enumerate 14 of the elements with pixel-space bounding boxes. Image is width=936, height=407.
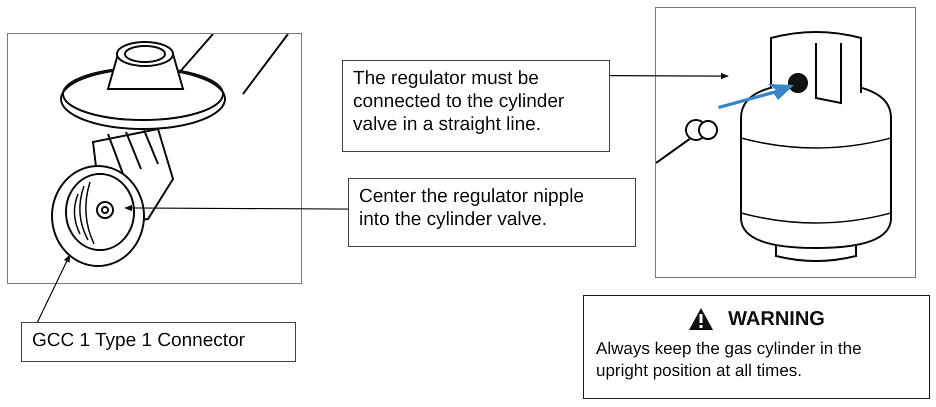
warning-heading: WARNING <box>728 307 825 332</box>
callout-text: The regulator must be connected to the cylinder valve in a straight line. <box>353 67 566 137</box>
leader-line <box>36 254 70 322</box>
callout-box <box>342 60 610 152</box>
picture-panel <box>7 33 302 284</box>
callout-text: Center the regulator nipple into the cylinder valve. <box>359 185 585 232</box>
callout-box <box>21 322 296 362</box>
warning-box <box>583 295 930 399</box>
callout-text: GCC 1 Type 1 Connector <box>32 329 246 352</box>
callout-box <box>348 178 636 247</box>
picture-panel <box>655 7 916 278</box>
warning-text: Always keep the gas cylinder in the upright position at all times. <box>596 338 863 382</box>
leader-line <box>610 72 729 80</box>
leader-line <box>124 204 348 212</box>
